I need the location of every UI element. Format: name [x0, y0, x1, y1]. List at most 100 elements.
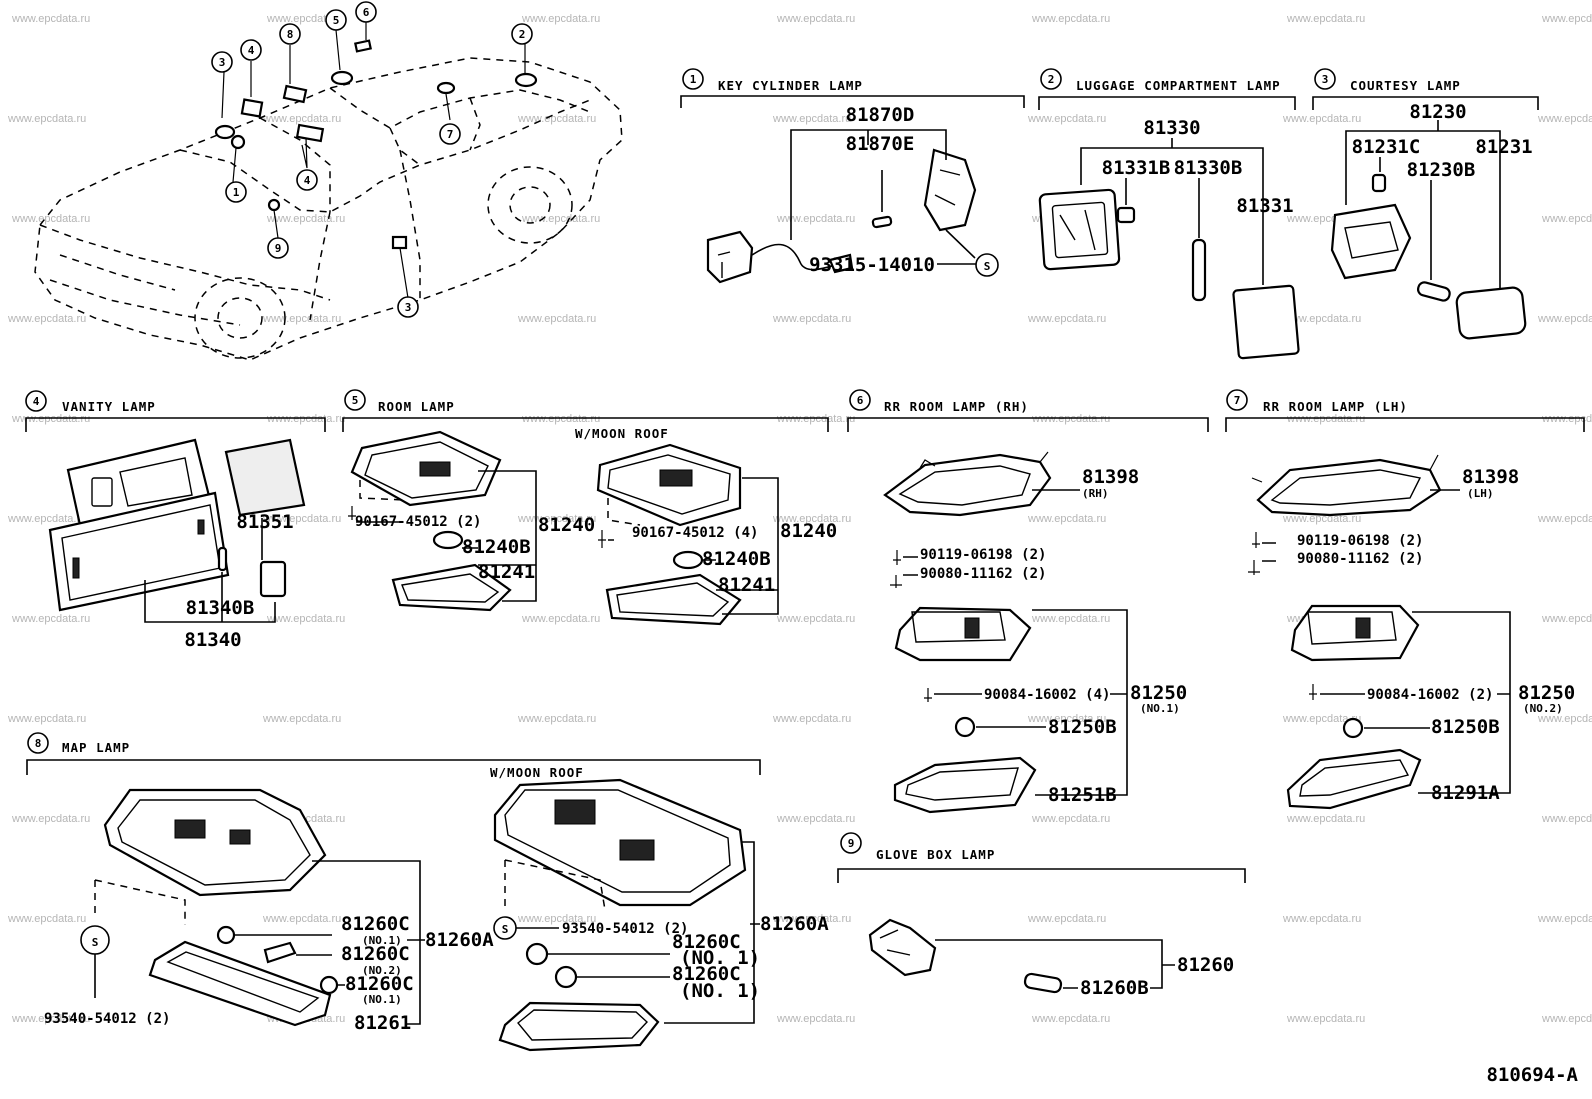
part-label: 81230	[1409, 101, 1466, 123]
drawing-number: 810694-A	[1486, 1064, 1578, 1086]
callout-circle	[355, 1, 377, 23]
watermark-text: www.epcdata.ru	[1031, 613, 1110, 625]
section-rr-room-lamp-rh: 6 RR ROOM LAMP (RH) 81398 (RH) 90119-061…	[847, 389, 1209, 814]
variant-label: W/MOON ROOF	[575, 426, 669, 441]
section-room-lamp: 5 ROOM LAMP W/MOON ROOF 90167-45012 (2) …	[342, 389, 837, 626]
symbol-s: S	[502, 923, 509, 936]
part-label: (NO.1)	[362, 934, 402, 947]
section-luggage-compartment-lamp: 2 LUGGAGE COMPARTMENT LAMP 81330 81331B …	[1038, 68, 1300, 360]
section-number: 2	[1048, 73, 1055, 86]
section-glove-box-lamp: 9 GLOVE BOX LAMP 81260 81260B	[837, 832, 1246, 999]
watermark-text: www.epcdata.ru	[1541, 13, 1592, 25]
watermark-text: www.epcdata.ru	[262, 913, 341, 925]
part-label: 90080-11162 (2)	[1297, 551, 1423, 567]
section-vanity-lamp: 4 VANITY LAMP 81351 81340B 81340	[25, 390, 326, 651]
part-label: 81331	[1236, 195, 1293, 217]
watermark-text: www.epcdata.ru	[1031, 1013, 1110, 1025]
watermark-text: www.epcdata.ru	[1286, 13, 1365, 25]
watermark-text: www.epcdata.ru	[7, 113, 86, 125]
part-label: (RH)	[1082, 487, 1109, 500]
part-label: (NO. 1)	[680, 947, 760, 969]
callout-number: 2	[519, 28, 526, 41]
watermark-text: www.epcdata.ru	[1537, 113, 1592, 125]
part-label: 81351	[236, 511, 293, 533]
symbol-s: S	[984, 260, 991, 273]
part-label: 81230B	[1407, 159, 1476, 181]
part-label: 81240	[538, 514, 595, 536]
part-label: 81260A	[760, 913, 829, 935]
part-label: 81340B	[186, 597, 255, 619]
part-label: 81260B	[1080, 977, 1149, 999]
part-label: (NO.2)	[362, 964, 402, 977]
watermark-text: www.epcdata.ru	[1031, 413, 1110, 425]
callout-circle	[397, 296, 419, 318]
watermark-text: www.epcdata.ru	[1286, 413, 1365, 425]
part-label: 81250B	[1431, 716, 1500, 738]
callout-circle	[279, 23, 301, 45]
callout-number: 4	[304, 174, 311, 187]
part-label: 81870E	[846, 133, 915, 155]
section-number: 3	[1322, 73, 1329, 86]
watermark-text: www.epcdata.ru	[1286, 1013, 1365, 1025]
watermark-text: www.epcdata.ru	[521, 213, 600, 225]
watermark-text: www.epcdata.ru	[1541, 413, 1592, 425]
part-label: 81241	[478, 561, 535, 583]
part-label: 81260C	[341, 913, 410, 935]
part-label: 81331B	[1102, 157, 1171, 179]
watermark-text: www.epcdata.ru	[262, 713, 341, 725]
part-label: 81398	[1082, 466, 1139, 488]
part-label: 81250B	[1048, 716, 1117, 738]
watermark-text: www.epcdata.ru	[521, 13, 600, 25]
watermark-text: www.epcdata.ru	[1282, 113, 1361, 125]
part-label: 81251B	[1048, 784, 1117, 806]
watermark-text: www.epcdata.ru	[1027, 713, 1106, 725]
watermark-text: www.epcdata.ru	[772, 313, 851, 325]
watermark-text: www.epcdata.ru	[1027, 913, 1106, 925]
watermark-text: www.epcdata.ru	[1537, 913, 1592, 925]
section-title: KEY CYLINDER LAMP	[718, 78, 863, 93]
section-title: VANITY LAMP	[62, 399, 156, 414]
callout-number: 3	[405, 301, 412, 314]
watermark-text: www.epcdata.ru	[11, 1013, 90, 1025]
part-label: 81240B	[462, 536, 531, 558]
part-label: (NO.2)	[1523, 702, 1563, 715]
watermark-text: www.epcdata.ru	[1537, 713, 1592, 725]
callout-number: 4	[248, 44, 255, 57]
watermark-text: www.epcdata.ru	[1027, 113, 1106, 125]
watermark-text: www.epcdata.ru	[1541, 1013, 1592, 1025]
watermark-text: www.epcdata.ru	[11, 813, 90, 825]
watermark-text: www.epcdata.ru	[772, 713, 851, 725]
part-label: 90167-45012 (2)	[355, 514, 481, 530]
part-label: 81340	[184, 629, 241, 651]
part-label: (LH)	[1467, 487, 1494, 500]
watermark-text: www.epcdata.ru	[1282, 513, 1361, 525]
callout-number: 8	[287, 28, 294, 41]
watermark-text: www.epcdata.ru	[266, 413, 345, 425]
part-label: 90084-16002 (4)	[984, 687, 1110, 703]
part-label: 81260C	[341, 943, 410, 965]
callout-number: 7	[447, 128, 454, 141]
part-label: 90084-16002 (2)	[1367, 687, 1493, 703]
callout-circle	[240, 39, 262, 61]
part-label: (NO. 1)	[680, 980, 760, 1002]
watermark-text: www.epcdata.ru	[1282, 913, 1361, 925]
watermark-text: www.epcdata.ru	[1031, 13, 1110, 25]
section-rr-room-lamp-lh: 7 RR ROOM LAMP (LH) 81398 (LH) 90119-061…	[1225, 389, 1585, 810]
watermark-text: www.epcdata.ru	[1541, 613, 1592, 625]
watermark-text: www.epcdata.ru	[776, 13, 855, 25]
part-label: (NO.1)	[362, 993, 402, 1006]
section-title: RR ROOM LAMP (LH)	[1263, 399, 1408, 414]
part-label: 81261	[354, 1012, 411, 1034]
callout-circle	[296, 169, 318, 191]
watermark-text: www.epcdata.ru	[776, 613, 855, 625]
watermark-text: www.epcdata.ru	[1027, 513, 1106, 525]
watermark-text: www.epcdata.ru	[11, 13, 90, 25]
section-title: ROOM LAMP	[378, 399, 455, 414]
callout-number: 9	[275, 242, 282, 255]
part-label: 81231C	[1352, 136, 1421, 158]
part-label: 90119-06198 (2)	[1297, 533, 1423, 549]
watermark-text: www.epcdata.ru	[772, 913, 851, 925]
watermark-text: www.epcdata.ru	[521, 413, 600, 425]
callout-number: 1	[233, 186, 240, 199]
